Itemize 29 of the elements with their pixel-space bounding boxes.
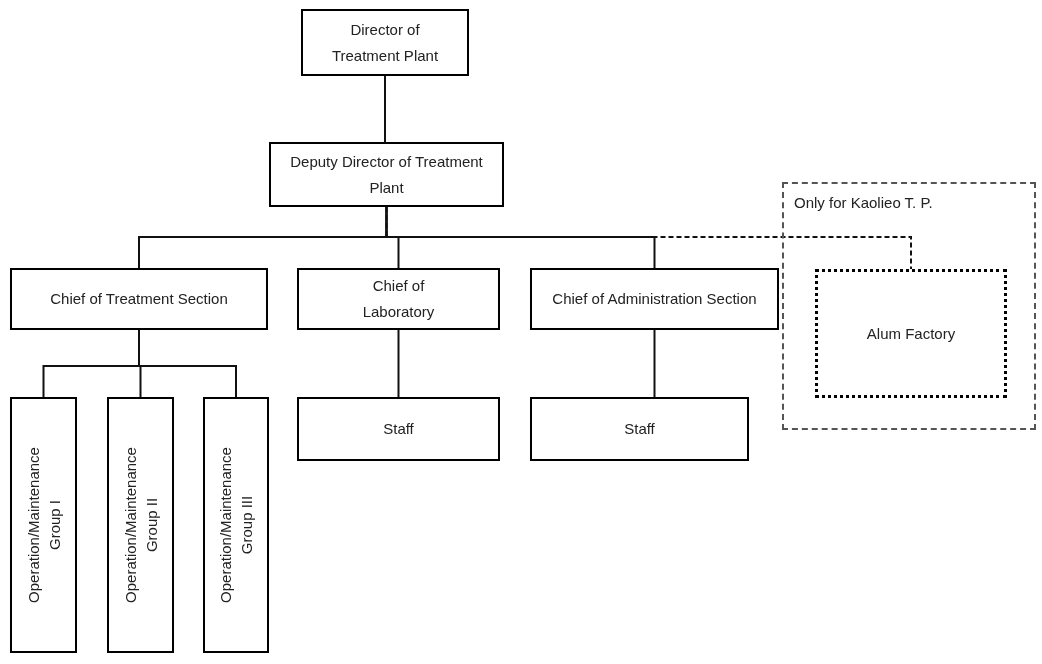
box-label: Deputy Director of Treatment Plant bbox=[289, 151, 484, 198]
org-box bbox=[107, 397, 174, 653]
connector-line bbox=[385, 206, 912, 270]
connector-line bbox=[653, 329, 656, 398]
org-box bbox=[530, 397, 749, 461]
box-label: Operation/Maintenance Group III bbox=[216, 446, 256, 605]
connector-line bbox=[138, 329, 237, 398]
box-label: Operation/Maintenance Group II bbox=[120, 446, 161, 605]
box-label: Alum Factory bbox=[865, 323, 957, 344]
org-box bbox=[269, 142, 504, 207]
org-box bbox=[301, 9, 469, 76]
box-label: Director of Treatment Plant bbox=[330, 19, 440, 66]
org-box bbox=[10, 397, 77, 653]
box-label: Operation/Maintenance Group I bbox=[23, 446, 64, 605]
box-label: Staff bbox=[382, 419, 415, 439]
org-box bbox=[297, 397, 500, 461]
box-label: Chief of Treatment Section bbox=[49, 289, 229, 309]
box-label: Staff bbox=[623, 419, 656, 439]
connector-line bbox=[384, 75, 386, 143]
dotted-box bbox=[815, 269, 1007, 398]
org-box bbox=[10, 268, 268, 330]
org-box bbox=[297, 268, 500, 330]
org-box bbox=[530, 268, 779, 330]
org-box bbox=[203, 397, 269, 653]
connector-line bbox=[397, 329, 400, 398]
box-label: Chief of Laboratory bbox=[361, 276, 436, 322]
dashed-region bbox=[782, 182, 1036, 430]
box-label: Chief of Administration Section bbox=[551, 289, 758, 309]
region-label: Only for Kaolieo T. P. bbox=[794, 193, 933, 213]
